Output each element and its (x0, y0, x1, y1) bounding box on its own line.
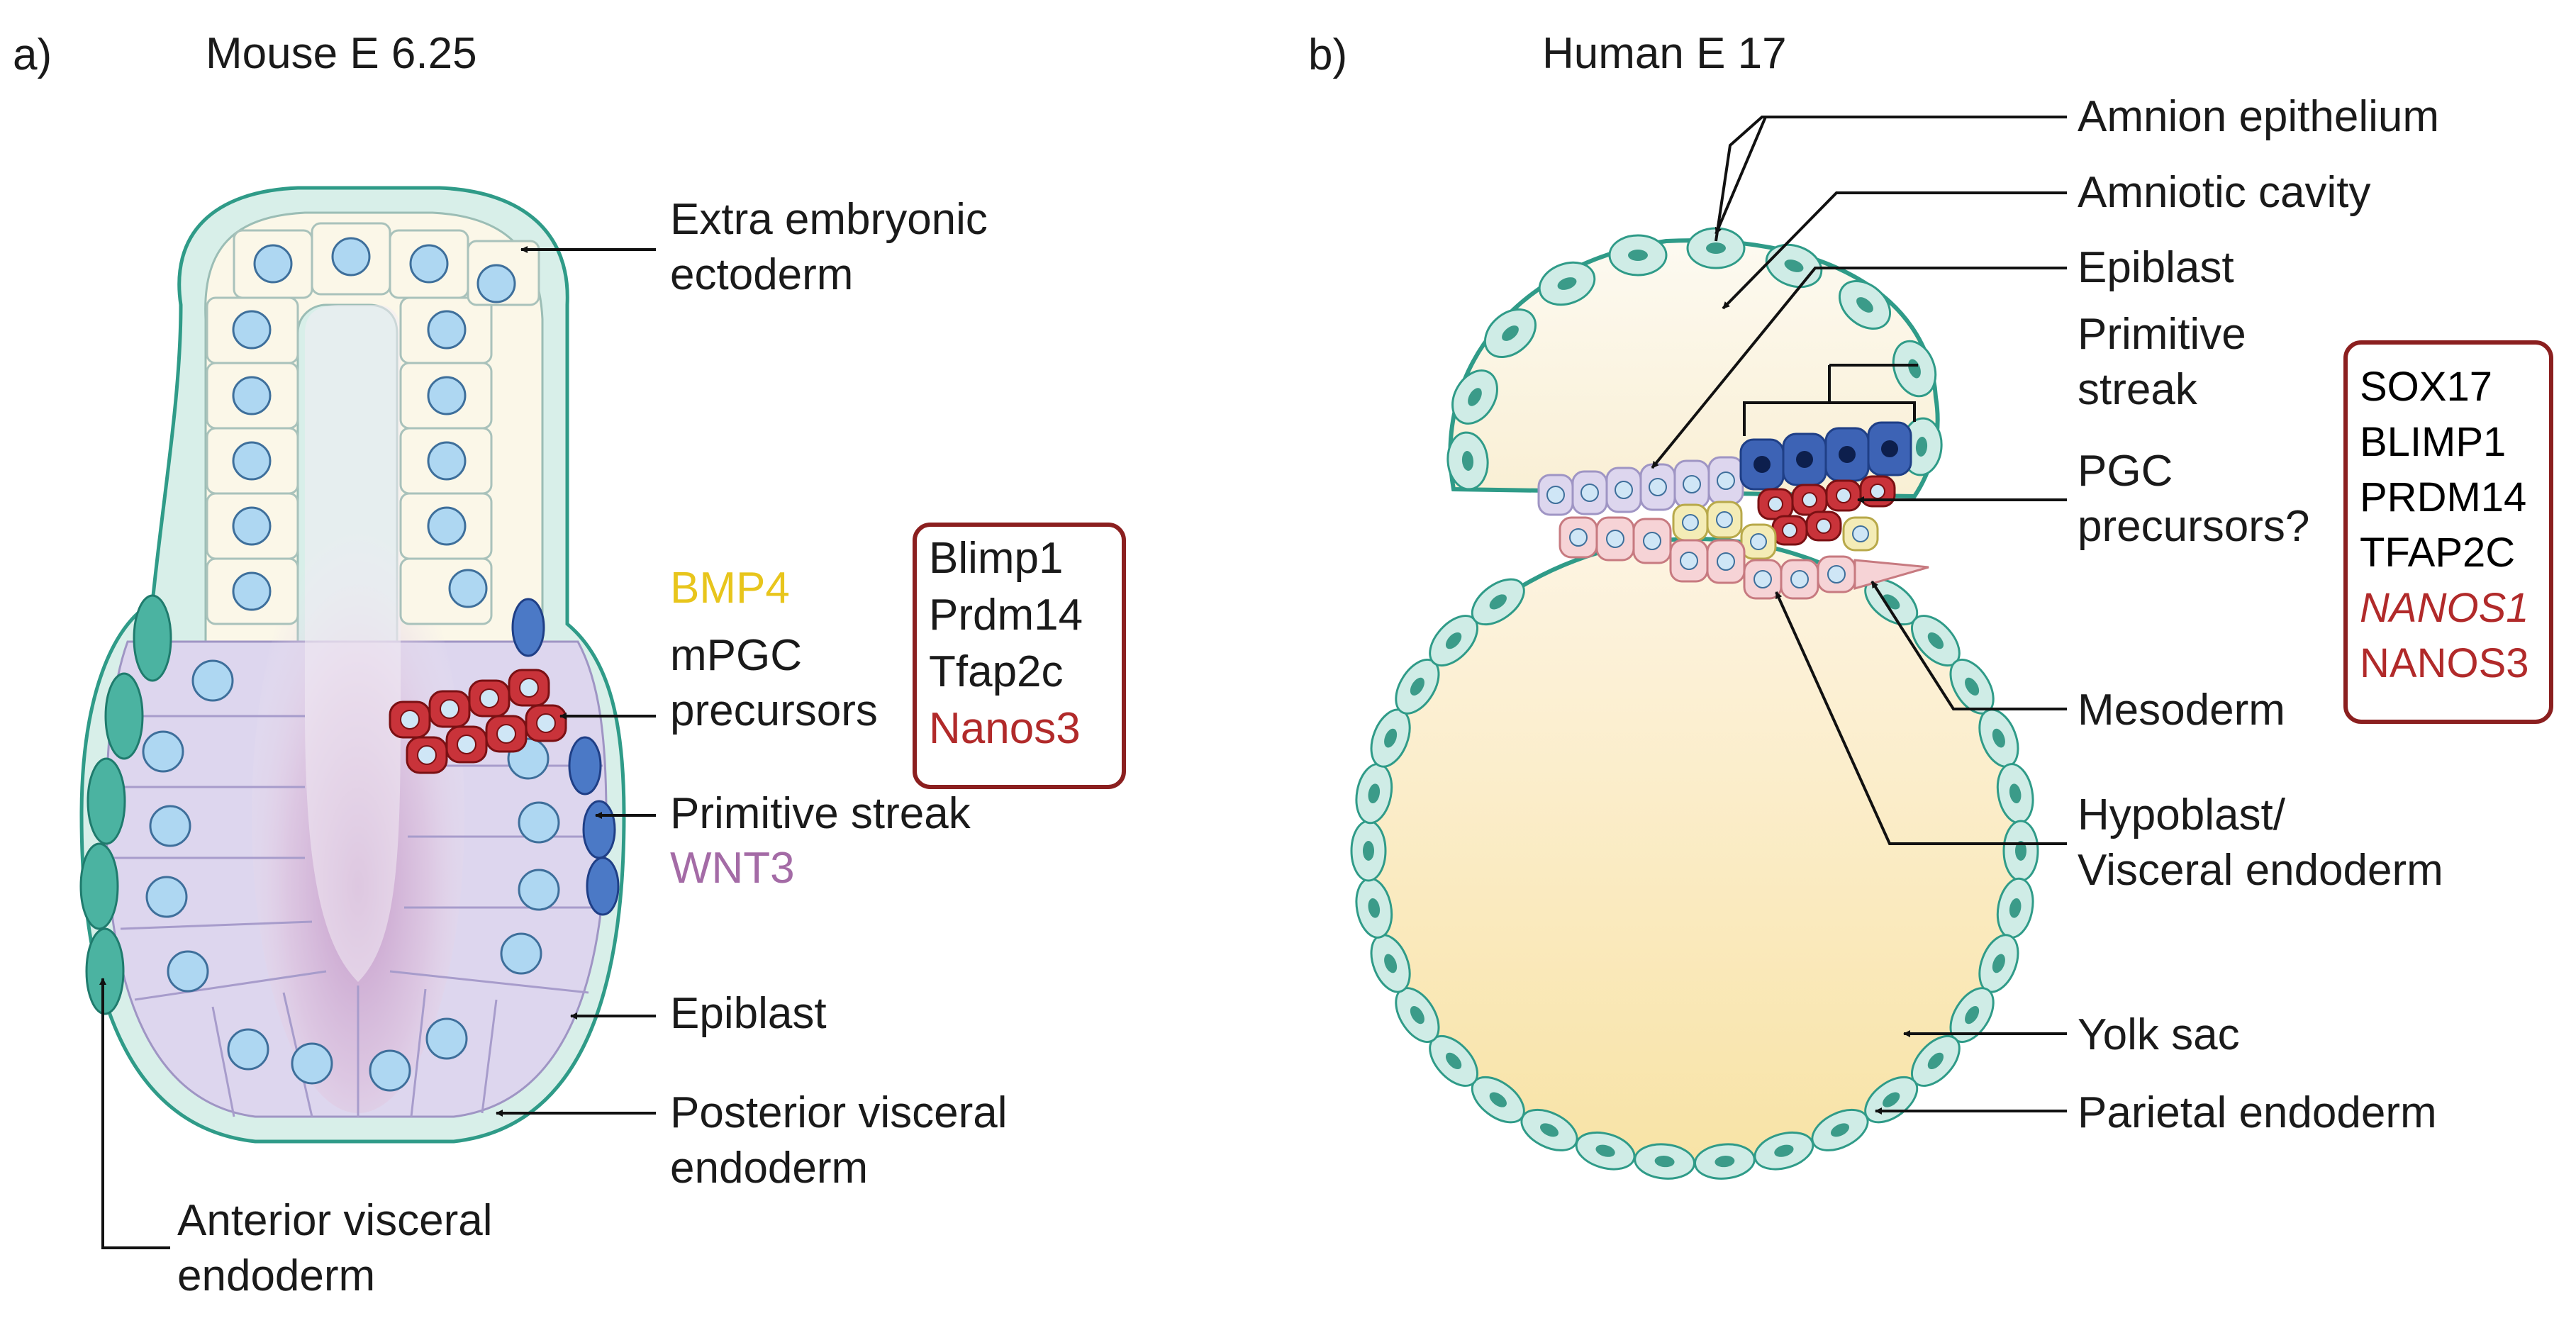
human-epiblast-cells (1537, 456, 1744, 516)
yolk-wall-nucleus (1992, 954, 2005, 973)
yolk-wall-nucleus (1965, 677, 1980, 696)
yolk-wall-nucleus (1595, 1144, 1615, 1157)
yolk-wall-nucleus (1368, 898, 1381, 918)
yolk-wall-nucleus (1927, 632, 1944, 649)
yolk-wall-nucleus (2009, 783, 2022, 804)
human-hypoblast-cells (1559, 516, 1929, 600)
mouse-marker-1: Blimp1 (929, 534, 1064, 583)
yolk-wall-nucleus (1445, 632, 1462, 649)
yolk-wall-nucleus (1368, 783, 1381, 804)
human-pgc-nuclei (1768, 484, 1885, 538)
yolk-wall-nucleus (1654, 1156, 1675, 1168)
human-marker-box (2343, 340, 2553, 724)
label-epiblast-b: Epiblast (2078, 243, 2234, 292)
mouse-marker-2: Prdm14 (929, 591, 1083, 640)
label-posterior-visceral: Posterior visceral (670, 1088, 1007, 1137)
yolk-wall-nucleus (1384, 954, 1398, 973)
yolk-wall-nucleus (1883, 1092, 1900, 1107)
human-primitive-streak-nuclei (1753, 440, 1898, 473)
mouse-mpgc-nuclei (400, 678, 556, 765)
panel-b-letter: b) (1308, 30, 1347, 79)
panel-a-title: Mouse E 6.25 (206, 29, 477, 78)
label-anterior-visceral-line2: endoderm (177, 1251, 375, 1300)
human-parietal-endoderm-cells (1350, 578, 2039, 1180)
panel-b-title: Human E 17 (1542, 29, 1787, 78)
yolk-wall-nucleus (1489, 594, 1507, 610)
mouse-marker-3: Tfap2c (929, 647, 1064, 696)
yolk-wall-nucleus (1410, 677, 1424, 696)
yolk-wall-nucleus (1992, 728, 2005, 748)
panel-a-leader-lines (99, 246, 656, 1249)
mouse-ectoderm-nuclei (232, 237, 516, 611)
yolk-wall-nucleus (1830, 1123, 1850, 1137)
human-marker-4: TFAP2C (2360, 530, 2515, 576)
label-amnion-epithelium: Amnion epithelium (2078, 92, 2439, 141)
label-bmp4: BMP4 (670, 564, 790, 613)
human-epiblast-nuclei (1546, 471, 1735, 504)
label-primitive-streak: Primitive streak (670, 789, 971, 838)
mouse-marker-4: Nanos3 (929, 704, 1081, 753)
label-primitive-streak-b: Primitive (2078, 310, 2246, 359)
panel-b: b) Human E 17 (1308, 29, 2553, 1180)
human-mesoderm-nuclei (1682, 511, 1869, 550)
label-pgc-precursors: PGC (2078, 447, 2173, 496)
label-wnt3: WNT3 (670, 844, 795, 893)
yolk-wall-nucleus (1489, 1092, 1507, 1107)
mouse-epiblast-cells (113, 715, 606, 1117)
yolk-wall-nucleus (1445, 1052, 1462, 1070)
label-posterior-visceral-line2: endoderm (670, 1144, 868, 1193)
yolk-wall-nucleus (1410, 1005, 1424, 1025)
yolk-wall-nucleus (1927, 1052, 1944, 1070)
yolk-wall-nucleus (1965, 1005, 1980, 1025)
label-primitive-streak-b-line2: streak (2078, 365, 2198, 414)
label-extra-embryonic-line2: ectoderm (670, 250, 853, 299)
human-marker-2: BLIMP1 (2360, 419, 2506, 465)
mouse-epiblast-nuclei (142, 659, 560, 1092)
label-hypoblast-line2: Visceral endoderm (2078, 846, 2443, 895)
panel-a: a) Mouse E 6.25 (13, 29, 1126, 1300)
label-amniotic-cavity: Amniotic cavity (2078, 168, 2370, 217)
panel-b-leader-lines (1651, 116, 2067, 1115)
label-mpgc: mPGC (670, 631, 802, 680)
human-marker-3: PRDM14 (2360, 474, 2526, 520)
mouse-proamniotic-cavity (305, 305, 401, 982)
mouse-anterior-visceral-endoderm-cells (79, 594, 172, 1015)
panel-a-letter: a) (13, 30, 52, 79)
mouse-marker-box (913, 523, 1126, 789)
label-hypoblast: Hypoblast/ (2078, 791, 2286, 839)
yolk-wall-nucleus (2009, 898, 2022, 918)
yolk-wall-nucleus (2015, 841, 2026, 861)
label-extra-embryonic: Extra embryonic (670, 195, 988, 244)
label-pgc-precursors-line2: precursors? (2078, 502, 2309, 551)
yolk-wall-nucleus (1384, 728, 1398, 748)
label-epiblast-a: Epiblast (670, 989, 827, 1038)
label-anterior-visceral: Anterior visceral (177, 1196, 492, 1245)
label-parietal-endoderm: Parietal endoderm (2078, 1088, 2437, 1137)
label-yolk-sac: Yolk sac (2078, 1010, 2240, 1059)
human-marker-5: NANOS1 (2360, 585, 2529, 631)
yolk-wall-nucleus (1363, 841, 1374, 861)
label-mpgc-line2: precursors (670, 686, 878, 735)
human-marker-6: NANOS3 (2360, 640, 2529, 686)
label-mesoderm: Mesoderm (2078, 686, 2285, 735)
human-amnion-nuclei (1461, 242, 1928, 471)
yolk-wall-nucleus (1714, 1156, 1735, 1168)
human-marker-1: SOX17 (2360, 364, 2492, 410)
yolk-wall-nucleus (1539, 1123, 1559, 1137)
yolk-wall-nucleus (1774, 1144, 1794, 1157)
human-hypoblast-nuclei (1569, 528, 1846, 588)
